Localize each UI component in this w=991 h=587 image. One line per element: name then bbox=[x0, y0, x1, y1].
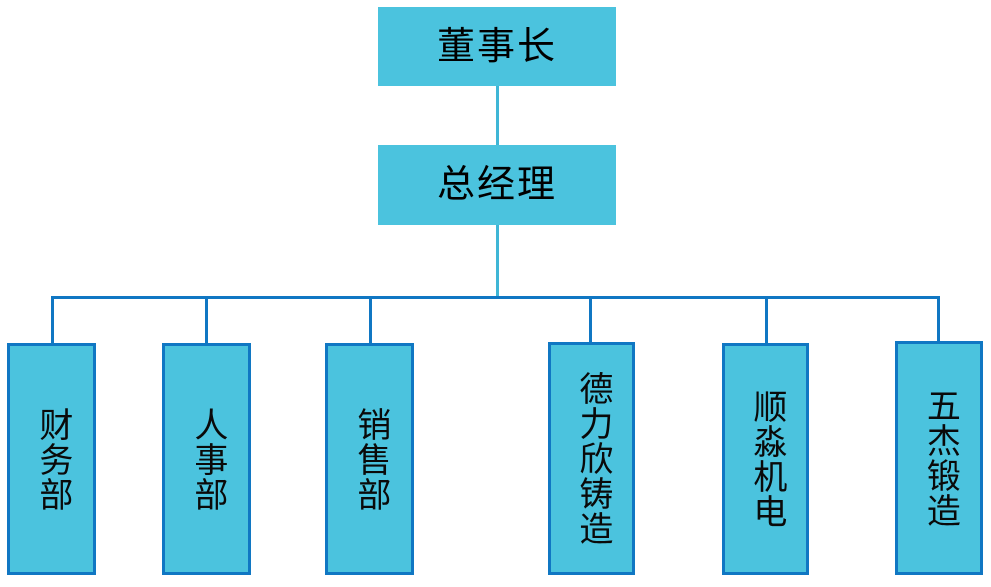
connector-drop-finance-dept bbox=[51, 296, 54, 344]
node-general-manager[interactable]: 总经理 bbox=[378, 145, 616, 225]
connector-horizontal-bus bbox=[51, 296, 939, 299]
node-shunmiao-electromechanical[interactable]: 顺淼机电 bbox=[722, 343, 809, 575]
node-finance-dept[interactable]: 财务部 bbox=[7, 343, 96, 575]
node-hr-dept[interactable]: 人事部 bbox=[162, 343, 251, 575]
connector-drop-sales-dept bbox=[369, 296, 372, 344]
node-chairman-label: 董事长 bbox=[436, 25, 557, 68]
node-finance-dept-label: 财务部 bbox=[33, 406, 71, 512]
connector-general-manager-to-bus bbox=[496, 225, 499, 298]
connector-drop-shunmiao-electromechanical bbox=[765, 296, 768, 344]
connector-chairman-to-general-manager bbox=[496, 86, 499, 145]
node-general-manager-label: 总经理 bbox=[436, 164, 557, 206]
connector-drop-delixin-casting bbox=[589, 296, 592, 343]
connector-drop-hr-dept bbox=[205, 296, 208, 344]
node-shunmiao-electromechanical-label: 顺淼机电 bbox=[747, 389, 785, 529]
node-sales-dept[interactable]: 销售部 bbox=[325, 343, 414, 575]
node-delixin-casting-label: 德力欣铸造 bbox=[573, 371, 611, 546]
node-wujie-forging[interactable]: 五杰锻造 bbox=[895, 341, 983, 575]
connector-drop-wujie-forging bbox=[937, 296, 940, 342]
node-hr-dept-label: 人事部 bbox=[188, 406, 226, 512]
node-wujie-forging-label: 五杰锻造 bbox=[921, 388, 959, 528]
node-chairman[interactable]: 董事长 bbox=[378, 7, 616, 86]
node-sales-dept-label: 销售部 bbox=[351, 406, 389, 512]
node-delixin-casting[interactable]: 德力欣铸造 bbox=[548, 342, 635, 575]
